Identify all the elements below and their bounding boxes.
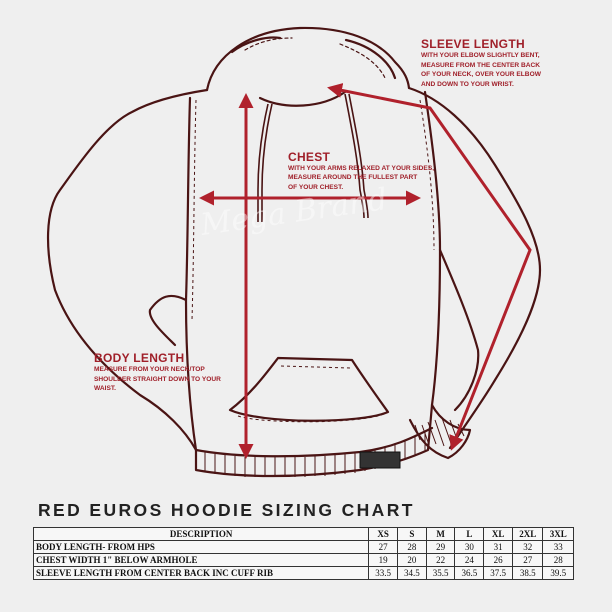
table-cell: 27 — [368, 540, 398, 554]
sleeve-length-line: OF YOUR NECK, OVER YOUR ELBOW — [421, 71, 541, 79]
sleeve-length-line: WITH YOUR ELBOW SLIGHTLY BENT, — [421, 52, 540, 59]
left-arm-outer — [46, 88, 209, 452]
table-cell: 33 — [542, 540, 574, 554]
hood-shape — [205, 26, 411, 92]
chest-title: CHEST — [288, 150, 331, 164]
row-label: BODY LENGTH- FROM HPS — [32, 540, 370, 554]
table-cell: 33.5 — [368, 566, 398, 580]
table-cell: 27 — [511, 553, 544, 567]
body-length-title: BODY LENGTH — [94, 351, 185, 365]
column-header: M — [425, 527, 456, 541]
table-row: CHEST WIDTH 1" BELOW ARMHOLE 19 20 22 24… — [32, 553, 574, 567]
table-cell: 28 — [396, 540, 427, 554]
sleeve-length-title: SLEEVE LENGTH — [421, 37, 525, 51]
chest-callout: CHEST WITH YOUR ARMS RELAXED AT YOUR SID… — [288, 150, 466, 192]
table-cell: 32 — [511, 540, 544, 554]
right-arm-outer — [407, 86, 542, 450]
table-cell: 29 — [425, 540, 456, 554]
table-row: BODY LENGTH- FROM HPS 27 28 29 30 31 32 … — [32, 540, 574, 554]
label-tag — [359, 451, 401, 469]
sleeve-length-line: AND DOWN TO YOUR WRIST. — [421, 80, 514, 88]
sizing-table: DESCRIPTION XS S M L XL 2XL 3XL BODY LEN… — [32, 527, 574, 580]
table-header-row: DESCRIPTION XS S M L XL 2XL 3XL — [32, 527, 574, 541]
column-header: 3XL — [542, 527, 574, 541]
table-cell: 24 — [454, 553, 485, 567]
table-cell: 28 — [542, 553, 574, 567]
column-header: L — [454, 527, 485, 541]
sleeve-length-arrow — [327, 82, 532, 451]
sleeve-length-callout: SLEEVE LENGTH WITH YOUR ELBOW SLIGHTLY B… — [421, 37, 607, 89]
sleeve-length-line: MEASURE FROM THE CENTER BACK — [421, 61, 541, 69]
table-cell: 31 — [483, 540, 513, 554]
column-header: 2XL — [511, 527, 544, 541]
column-header: XS — [368, 527, 398, 541]
table-cell: 39.5 — [542, 566, 574, 580]
column-header: S — [396, 527, 427, 541]
column-header: DESCRIPTION — [32, 527, 370, 541]
chest-line: OF YOUR CHEST. — [288, 183, 344, 191]
table-cell: 38.5 — [511, 566, 544, 580]
table-cell: 34.5 — [396, 566, 427, 580]
table-cell: 35.5 — [425, 566, 456, 580]
hood-inner-right — [344, 38, 397, 80]
table-cell: 37.5 — [483, 566, 513, 580]
chest-line: MEASURE AROUND THE FULLEST PART — [288, 174, 418, 182]
hood-dashes — [244, 37, 387, 81]
right-arm-inner — [438, 248, 480, 412]
neck-opening — [258, 90, 347, 107]
body-length-line: WAIST. — [94, 385, 116, 393]
left-arm-inner — [148, 294, 188, 347]
chest-line: WITH YOUR ARMS RELAXED AT YOUR SIDES, — [288, 165, 435, 172]
chart-title: RED EUROS HOODIE SIZING CHART — [38, 500, 415, 520]
body-length-line: MEASURE FROM YOUR NECK/TOP — [94, 366, 205, 373]
table-cell: 22 — [425, 553, 456, 567]
row-label: CHEST WIDTH 1" BELOW ARMHOLE — [32, 553, 370, 567]
hood-inner-left — [230, 36, 282, 54]
body-length-line: SHOULDER STRAIGHT DOWN TO YOUR — [94, 375, 221, 383]
table-cell: 20 — [396, 553, 427, 567]
column-header: XL — [483, 527, 513, 541]
table-cell: 30 — [454, 540, 485, 554]
table-cell: 26 — [483, 553, 513, 567]
measurement-arrows — [199, 82, 532, 459]
row-label: SLEEVE LENGTH FROM CENTER BACK INC CUFF … — [32, 566, 370, 580]
table-cell: 19 — [368, 553, 398, 567]
table-cell: 36.5 — [454, 566, 485, 580]
torso-right — [423, 90, 442, 407]
table-row: SLEEVE LENGTH FROM CENTER BACK INC CUFF … — [32, 566, 574, 580]
ribbing — [204, 417, 465, 477]
body-length-callout: BODY LENGTH MEASURE FROM YOUR NECK/TOP S… — [94, 351, 259, 394]
